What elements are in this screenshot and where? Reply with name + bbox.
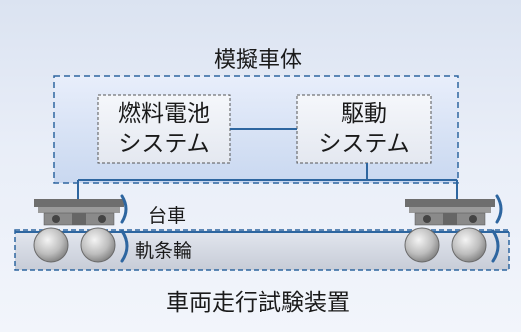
right-bogie-icon [405,199,495,226]
rail-wheel-icon [404,227,440,263]
rail-wheel-icon [33,227,69,263]
wheel-label: 軌条輪 [135,240,193,262]
fuel-cell-line2: システム [118,131,210,157]
wheel-motion-arc-left [120,229,129,263]
drive-box-text: 駆動 システム [297,99,431,159]
rail-wheel-icon [80,227,116,263]
bogie-label: 台車 [148,205,187,227]
bogie-motion-arc-left [120,194,128,224]
fuel-cell-box-text: 燃料電池 システム [98,99,230,159]
car-body-label: 模擬車体 [214,48,303,73]
rail-wheel-icon [451,227,487,263]
drive-line2: システム [318,131,410,157]
test-device-label: 車両走行試験装置 [166,290,350,316]
drive-line1: 駆動 [341,101,387,127]
bogie-motion-arc-right [495,194,503,224]
wheel-motion-arc-right [491,229,500,263]
left-bogie-icon [34,199,124,226]
fuel-cell-box [97,94,231,164]
fuel-cell-line1: 燃料電池 [118,101,210,127]
